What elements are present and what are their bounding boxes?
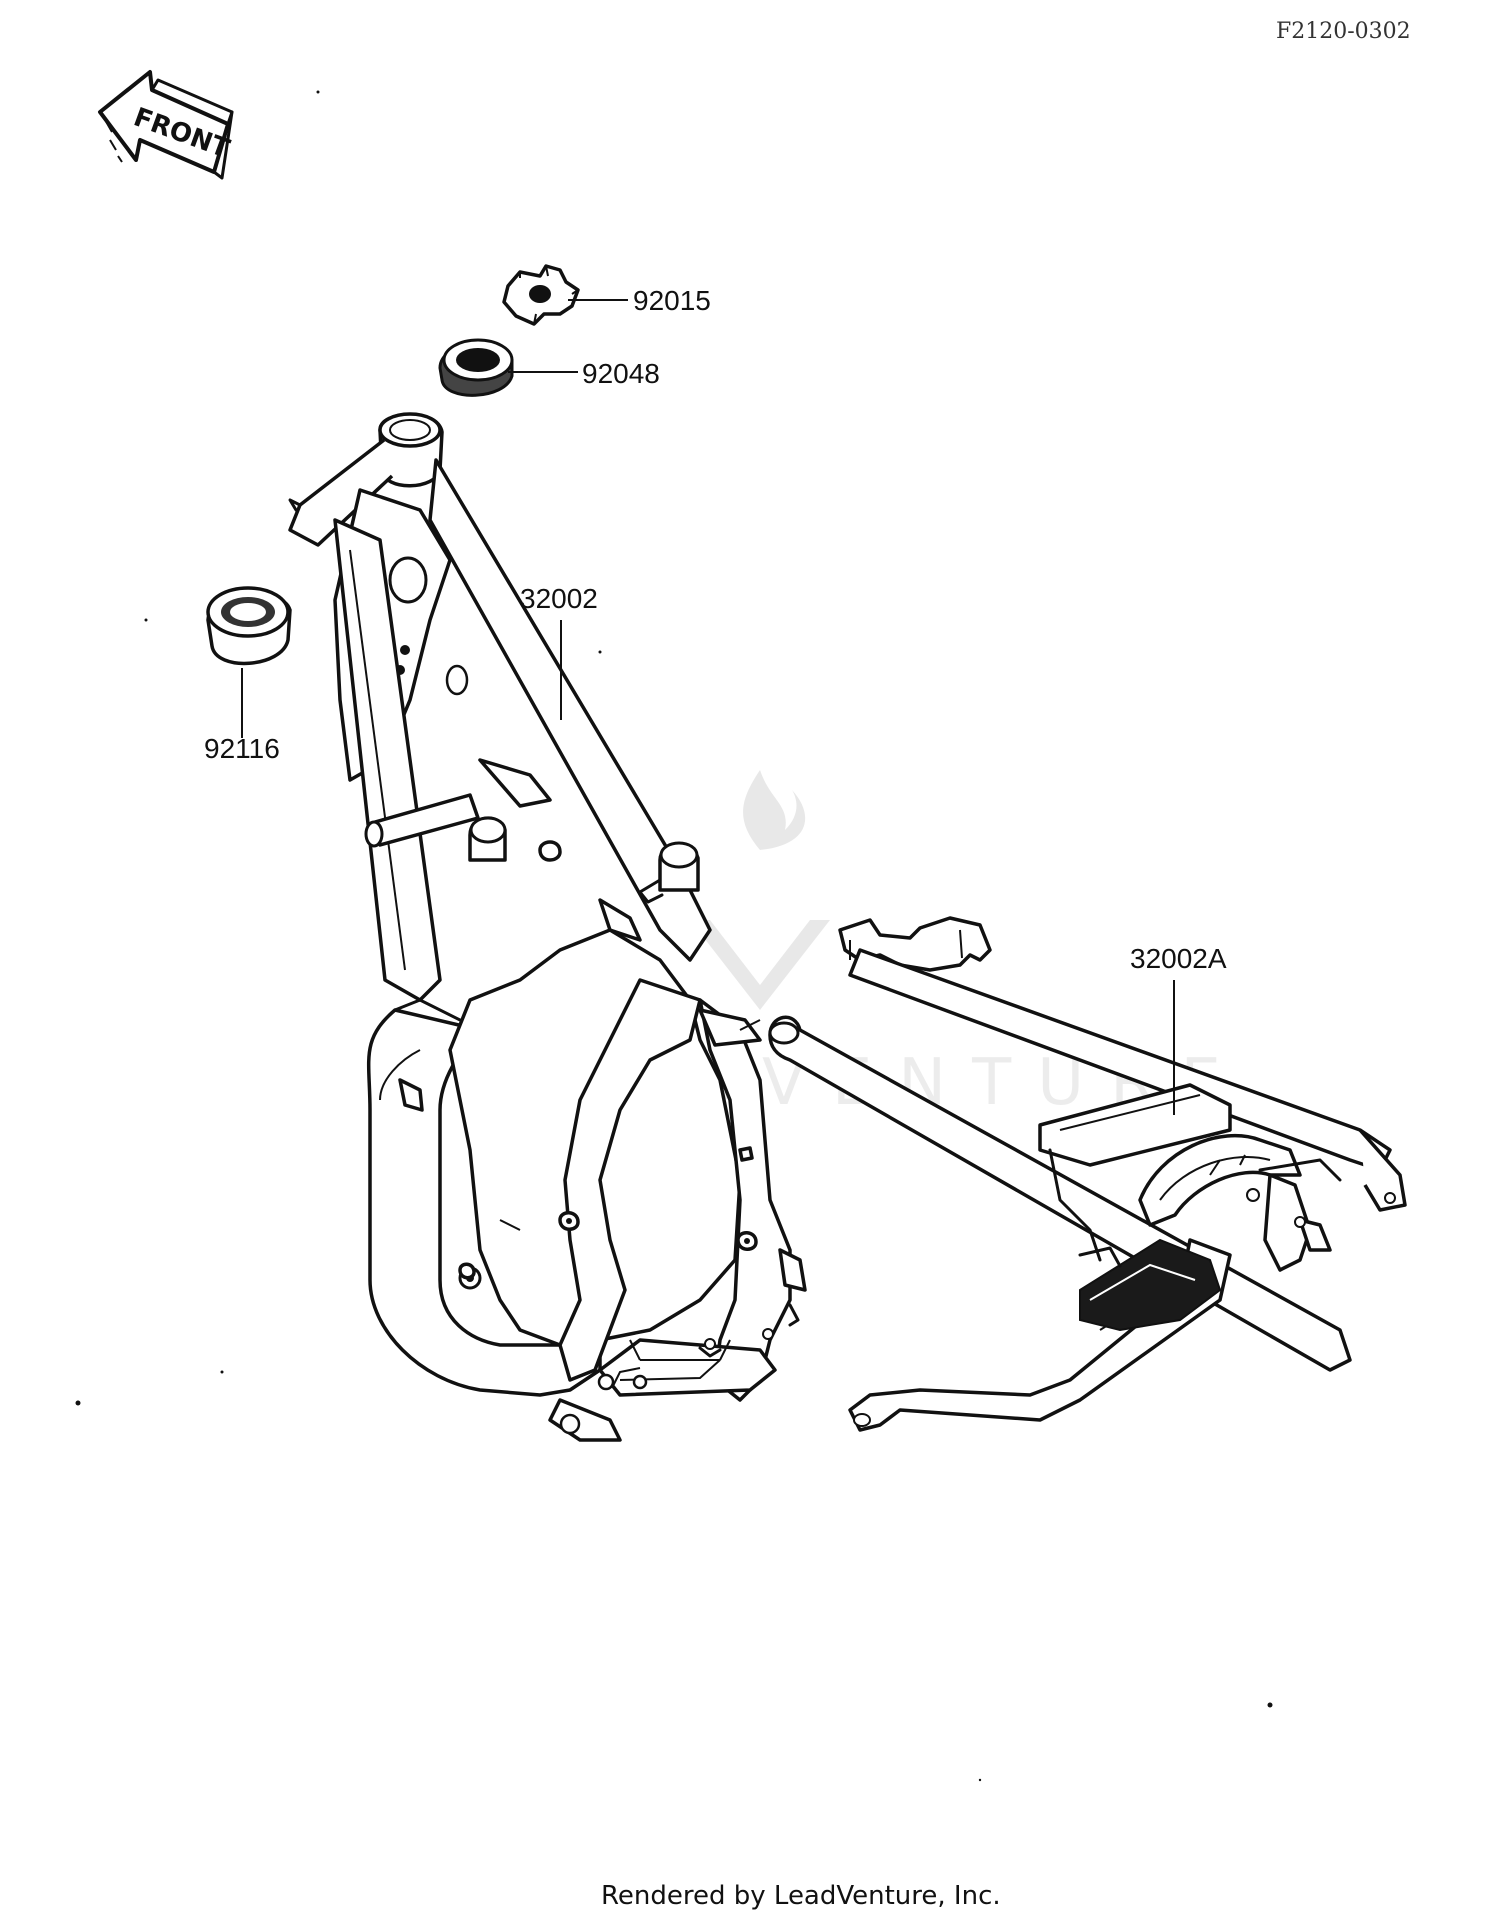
- footer-credit: Rendered by LeadVenture, Inc.: [601, 1881, 1001, 1911]
- part-number-92116: 92116: [204, 733, 280, 764]
- scan-specks: [75, 90, 1273, 1782]
- bearing-92116: [206, 586, 292, 666]
- rear-subframe-32002A: [768, 916, 1407, 1432]
- part-number-32002A: 32002A: [1130, 943, 1227, 974]
- leadventure-watermark: [690, 770, 830, 1010]
- front-arrow-icon: FRONT: [98, 70, 234, 180]
- steering-seal-92048: [438, 338, 514, 397]
- main-frame-32002: [288, 412, 807, 1442]
- part-number-32002: 32002: [520, 583, 598, 614]
- part-number-92048: 92048: [582, 358, 660, 389]
- steering-nut-92015: [502, 264, 580, 326]
- part-number-92015: 92015: [633, 285, 711, 316]
- diagram-reference-code: F2120-0302: [1276, 19, 1411, 44]
